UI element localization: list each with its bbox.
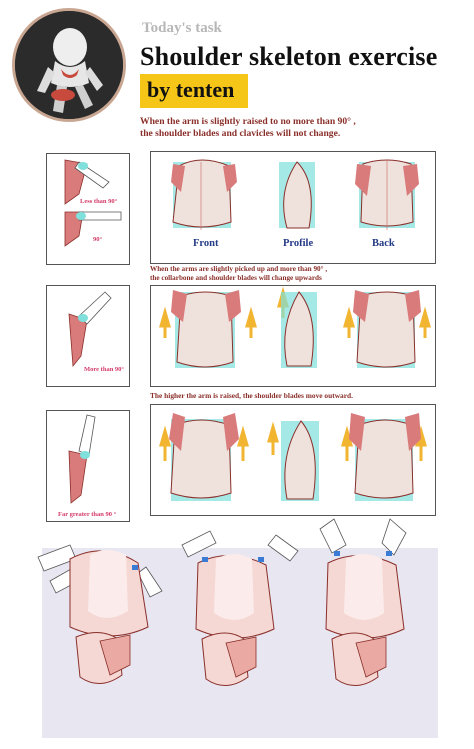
note-2-line-2: the collarbone and shoulder blades will … bbox=[150, 274, 322, 282]
views-box-2 bbox=[150, 285, 436, 387]
note-1-line-2: the shoulder blades and clavicles will n… bbox=[140, 127, 341, 139]
arm-angle-box-3: Far greater than 90 ° bbox=[46, 410, 130, 522]
byline-badge: by tenten bbox=[140, 74, 248, 108]
view-label-profile: Profile bbox=[283, 238, 314, 249]
label-far-greater-than-90: Far greater than 90 ° bbox=[58, 511, 117, 518]
byline-text: by tenten bbox=[147, 77, 235, 102]
arm-angle-box-2: More than 90° bbox=[46, 285, 130, 387]
author-avatar bbox=[12, 8, 126, 122]
torso-views-row-3-icon bbox=[159, 413, 427, 501]
robot-figure-icon bbox=[15, 11, 123, 119]
views-box-3 bbox=[150, 404, 436, 516]
label-more-than-90: More than 90° bbox=[84, 366, 125, 373]
note-2: When the arms are slightly picked up and… bbox=[150, 265, 327, 283]
note-3: The higher the arm is raised, the should… bbox=[150, 391, 353, 400]
page-title: Shoulder skeleton exercise bbox=[140, 42, 438, 71]
views-box-1: Front Profile Back bbox=[150, 151, 436, 264]
view-label-back: Back bbox=[372, 238, 395, 249]
torso-views-row-1-icon bbox=[171, 159, 419, 230]
3d-torso-illustration-icon bbox=[37, 518, 407, 686]
label-less-than-90: Less than 90° bbox=[80, 198, 118, 205]
note-1: When the arm is slightly raised to no mo… bbox=[140, 116, 356, 140]
todays-task-label: Today's task bbox=[142, 20, 222, 36]
arm-far-greater-than-90-icon bbox=[68, 414, 96, 504]
note-1-line-1: When the arm is slightly raised to no mo… bbox=[140, 116, 356, 127]
note-2-line-1: When the arms are slightly picked up and… bbox=[150, 265, 328, 273]
arm-more-than-90-icon bbox=[68, 291, 112, 368]
torso-views-row-2-icon bbox=[159, 286, 431, 368]
arm-less-than-90-icon bbox=[64, 159, 122, 247]
view-label-front: Front bbox=[193, 238, 219, 249]
label-90: 90° bbox=[93, 236, 103, 243]
arm-angle-box-1: Less than 90° 90° bbox=[46, 153, 130, 265]
